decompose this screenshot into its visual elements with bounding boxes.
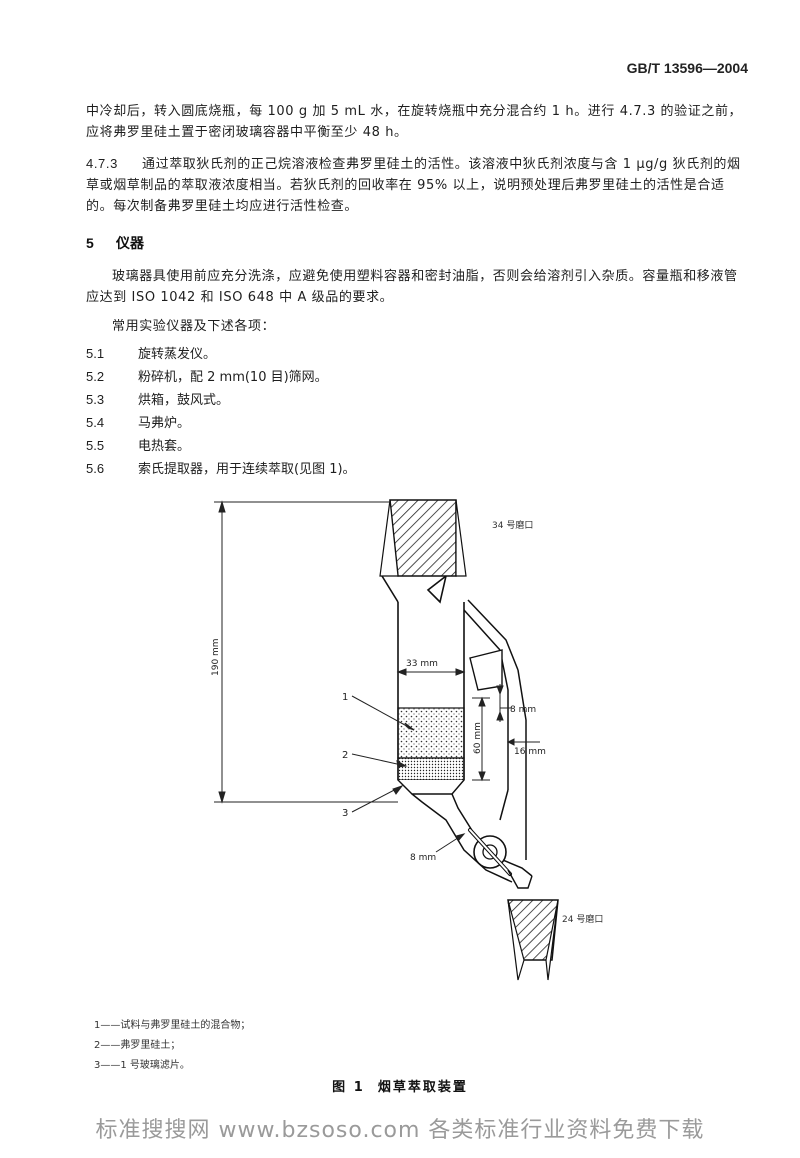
figure-caption: 图 1 烟草萃取装置 [0, 1076, 800, 1095]
standard-code: GB/T 13596—2004 [626, 60, 748, 76]
dimension-label: 8 mm [410, 853, 436, 863]
item-number: 5.3 [86, 392, 105, 407]
section-heading: 5 仪器 [86, 233, 144, 253]
list-item: 5.5 电热套。 [86, 435, 190, 454]
dimension-label: 33 mm [406, 659, 438, 669]
list-item: 5.1 旋转蒸发仪。 [86, 343, 216, 362]
caption-number: 图 1 [332, 1080, 365, 1095]
item-number: 4.7.3 [86, 156, 118, 171]
item-number: 5.1 [86, 346, 105, 361]
item-text: 烘箱，鼓风式。 [138, 393, 230, 408]
dimension-height [214, 500, 398, 804]
bottom-joint-label: 24 号磨口 [562, 914, 603, 925]
top-ground-joint [379, 499, 467, 577]
dimension-width [396, 668, 466, 676]
legend-item: 2——弗罗里硅土； [94, 1040, 181, 1051]
item-text: 电热套。 [138, 439, 191, 454]
dimension-label: 60 mm [473, 722, 483, 754]
item-number: 5.5 [86, 438, 105, 453]
dimension-side-tube [506, 738, 540, 746]
item-text: 通过萃取狄氏剂的正己烷溶液检查弗罗里硅土的活性。该溶液中狄氏剂浓度与含 1 μg… [86, 157, 741, 214]
section-title: 仪器 [116, 236, 144, 252]
list-item: 5.3 烘箱，鼓风式。 [86, 389, 229, 408]
dimension-outlet [435, 833, 466, 853]
section-intro: 玻璃器具使用前应充分洗涤，应避免使用塑料容器和密封油脂，否则会给溶剂引入杂质。容… [86, 269, 738, 305]
caption-title: 烟草萃取装置 [377, 1080, 468, 1095]
list-item: 5.4 马弗炉。 [86, 412, 190, 431]
dimension-label: 8 mm [510, 705, 536, 715]
vapour-baffle [469, 649, 503, 691]
dimension-bed [472, 696, 490, 782]
paragraph-continued: 中冷却后，转入圆底烧瓶，每 100 g 加 5 mL 水，在旋转烧瓶中充分混合约… [86, 104, 743, 140]
callout-number: 2 [342, 750, 348, 761]
item-number: 5.4 [86, 415, 105, 430]
section-number: 5 [86, 235, 94, 251]
drain-tube [411, 793, 533, 883]
top-joint-label: 34 号磨口 [492, 520, 533, 531]
legend-item: 1——试料与弗罗里硅土的混合物； [94, 1020, 251, 1031]
list-item: 5.2 粉碎机，配 2 mm(10 目)筛网。 [86, 366, 328, 385]
callout-number: 1 [342, 692, 348, 703]
list-item: 5.6 索氏提取器，用于连续萃取(见图 1)。 [86, 458, 356, 477]
glass-frit [397, 779, 465, 795]
dimension-label: 190 mm [211, 638, 221, 676]
legend-item: 3——1 号玻璃滤片。 [94, 1060, 190, 1071]
dimension-side-gap [496, 684, 512, 722]
item-text: 马弗炉。 [138, 416, 191, 431]
callout-number: 3 [342, 808, 348, 819]
dimension-label: 16 mm [514, 747, 546, 757]
bottom-ground-joint [507, 869, 559, 981]
item-text: 旋转蒸发仪。 [138, 347, 217, 362]
callout-leaders [351, 695, 415, 813]
item-text: 索氏提取器，用于连续萃取(见图 1)。 [138, 462, 356, 477]
stopcock [468, 828, 512, 876]
florisil-layer [397, 757, 465, 781]
footer-watermark[interactable]: 标准搜搜网 www.bzsoso.com 各类标准行业资料免费下载 [95, 1118, 705, 1143]
item-number: 5.2 [86, 369, 105, 384]
soxhlet-extractor-diagram: 190 mm 33 mm 60 mm 8 mm 16 mm 8 mm 34 号磨… [211, 499, 603, 981]
item-text: 粉碎机，配 2 mm(10 目)筛网。 [138, 370, 328, 385]
item-number: 5.6 [86, 461, 105, 476]
sample-mixture-layer [397, 707, 465, 759]
common-instruments: 常用实验仪器及下述各项： [112, 319, 276, 334]
